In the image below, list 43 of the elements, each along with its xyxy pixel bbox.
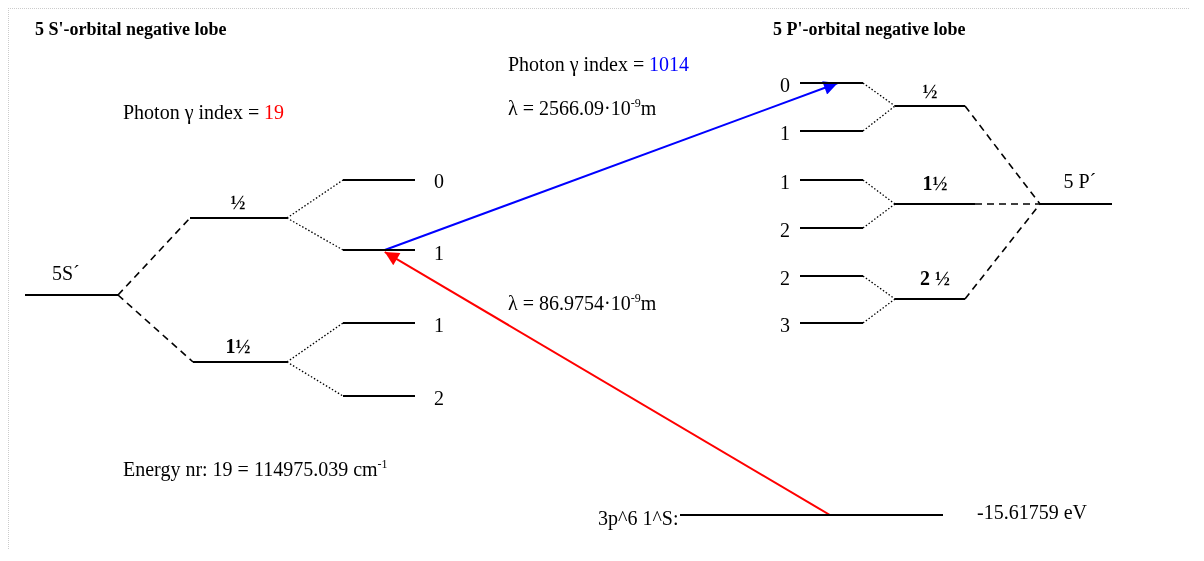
dashed-connector [117, 294, 194, 363]
level-label: 1½ [922, 172, 948, 194]
dotted-connector [862, 105, 896, 132]
level-label: 1 [434, 242, 444, 264]
level-label: 0 [434, 170, 444, 192]
level-label: 1 [780, 171, 790, 193]
level-label: 1 [780, 122, 790, 144]
section-heading: 5 P'-orbital negative lobe [773, 18, 966, 40]
dotted-connector [286, 179, 344, 219]
index-value: 19 [264, 101, 284, 123]
level-label: ½ [230, 191, 246, 213]
dotted-connector [862, 298, 896, 324]
dotted-connector [286, 217, 344, 251]
level-label: -15.61759 eV [977, 501, 1087, 523]
level-label: 5S´ [52, 262, 80, 284]
level-label: 2 [780, 267, 790, 289]
dashed-connector [974, 203, 1041, 205]
dotted-connector [862, 203, 896, 229]
level-label: 1 [434, 314, 444, 336]
dashed-connector [117, 217, 191, 296]
level-label: 2 [434, 387, 444, 409]
index-value: 1014 [649, 53, 689, 75]
annotation-text: Energy nr: 19 = 114975.039 cm$^{-1}$ [123, 458, 388, 480]
annotation-text: λ = 86.9754·10$^{-9}$m [508, 292, 657, 314]
dashed-connector [964, 105, 1041, 205]
section-heading: 5 S'-orbital negative lobe [35, 18, 227, 40]
level-label: 2 [780, 219, 790, 241]
level-label: 5 P´ [1063, 170, 1097, 192]
annotation-text: λ = 2566.09·10$^{-9}$m [508, 97, 657, 119]
annotation-text: Photon γ index = [123, 101, 260, 123]
annotation-text: Photon γ index = [508, 53, 645, 75]
dashed-connector [964, 203, 1041, 300]
level-label: 3 [780, 314, 790, 336]
dotted-connector [862, 82, 896, 107]
level-label: ½ [922, 80, 938, 102]
level-label: 1½ [225, 335, 251, 357]
level-label: 2 ½ [920, 267, 950, 289]
dotted-connector [862, 179, 896, 205]
level-label: 3p^6 1^S: [598, 507, 679, 529]
dotted-connector [286, 361, 344, 397]
dotted-connector [286, 322, 344, 363]
dotted-connector [862, 275, 896, 300]
level-label: 0 [780, 74, 790, 96]
